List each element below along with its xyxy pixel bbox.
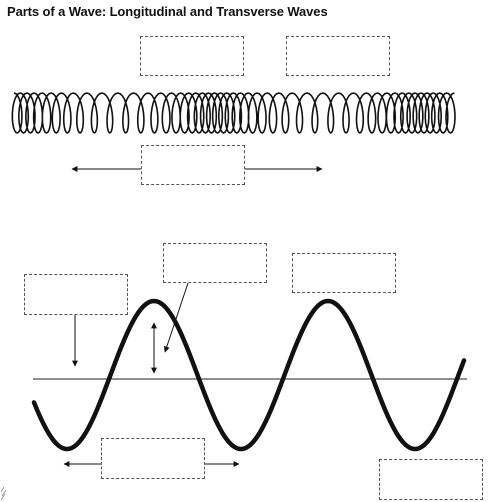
amplitude-pointer-arrow: [163, 282, 189, 353]
page-title: Parts of a Wave: Longitudinal and Transv…: [7, 4, 328, 19]
transverse-label-box-peak[interactable]: [292, 253, 396, 293]
transverse-label-box-trough[interactable]: [379, 459, 483, 500]
longitudinal-label-box-compression[interactable]: [140, 36, 244, 76]
longitudinal-label-box-rarefaction[interactable]: [286, 36, 390, 76]
longitudinal-spring-coil: [11, 92, 456, 134]
transverse-label-box-amplitude[interactable]: [163, 243, 267, 283]
spring-coil-path: [11, 92, 456, 134]
corner-scratch-mark: [0, 486, 7, 501]
transverse-label-box-crest[interactable]: [24, 274, 128, 315]
transverse-wave-curve: [31, 298, 467, 452]
longitudinal-label-box-wavelength[interactable]: [141, 145, 245, 185]
transverse-label-box-wavelength[interactable]: [101, 438, 205, 479]
